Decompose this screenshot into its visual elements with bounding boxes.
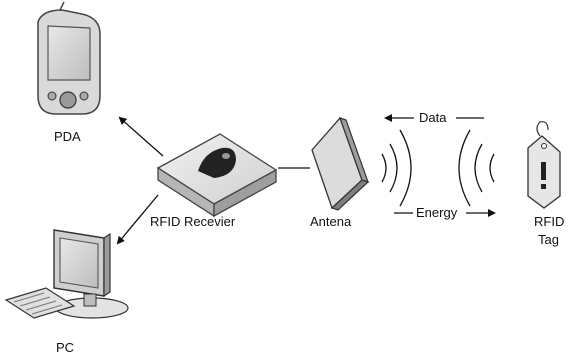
antenna-panel-icon: [311, 116, 370, 211]
data-label: Data: [419, 110, 447, 125]
energy-label: Energy: [416, 205, 458, 220]
desktop-computer-icon: [4, 229, 129, 319]
radio-waves-icon: [458, 129, 495, 207]
arrow-to-pc: [116, 194, 159, 245]
radio-waves-icon: [381, 129, 412, 207]
tag-label-line2: Tag: [538, 232, 559, 247]
arrow-to-pda: [118, 116, 164, 157]
rfid-reader-icon: [156, 133, 278, 218]
reader-label: RFID Recevier: [150, 214, 236, 229]
pda-device-icon: [37, 1, 101, 115]
tag-label-line1: RFID: [534, 214, 564, 229]
antenna-label: Antena: [310, 214, 352, 229]
pda-label: PDA: [54, 129, 81, 144]
pc-label: PC: [56, 340, 74, 355]
rfid-tag-icon: [527, 121, 561, 209]
